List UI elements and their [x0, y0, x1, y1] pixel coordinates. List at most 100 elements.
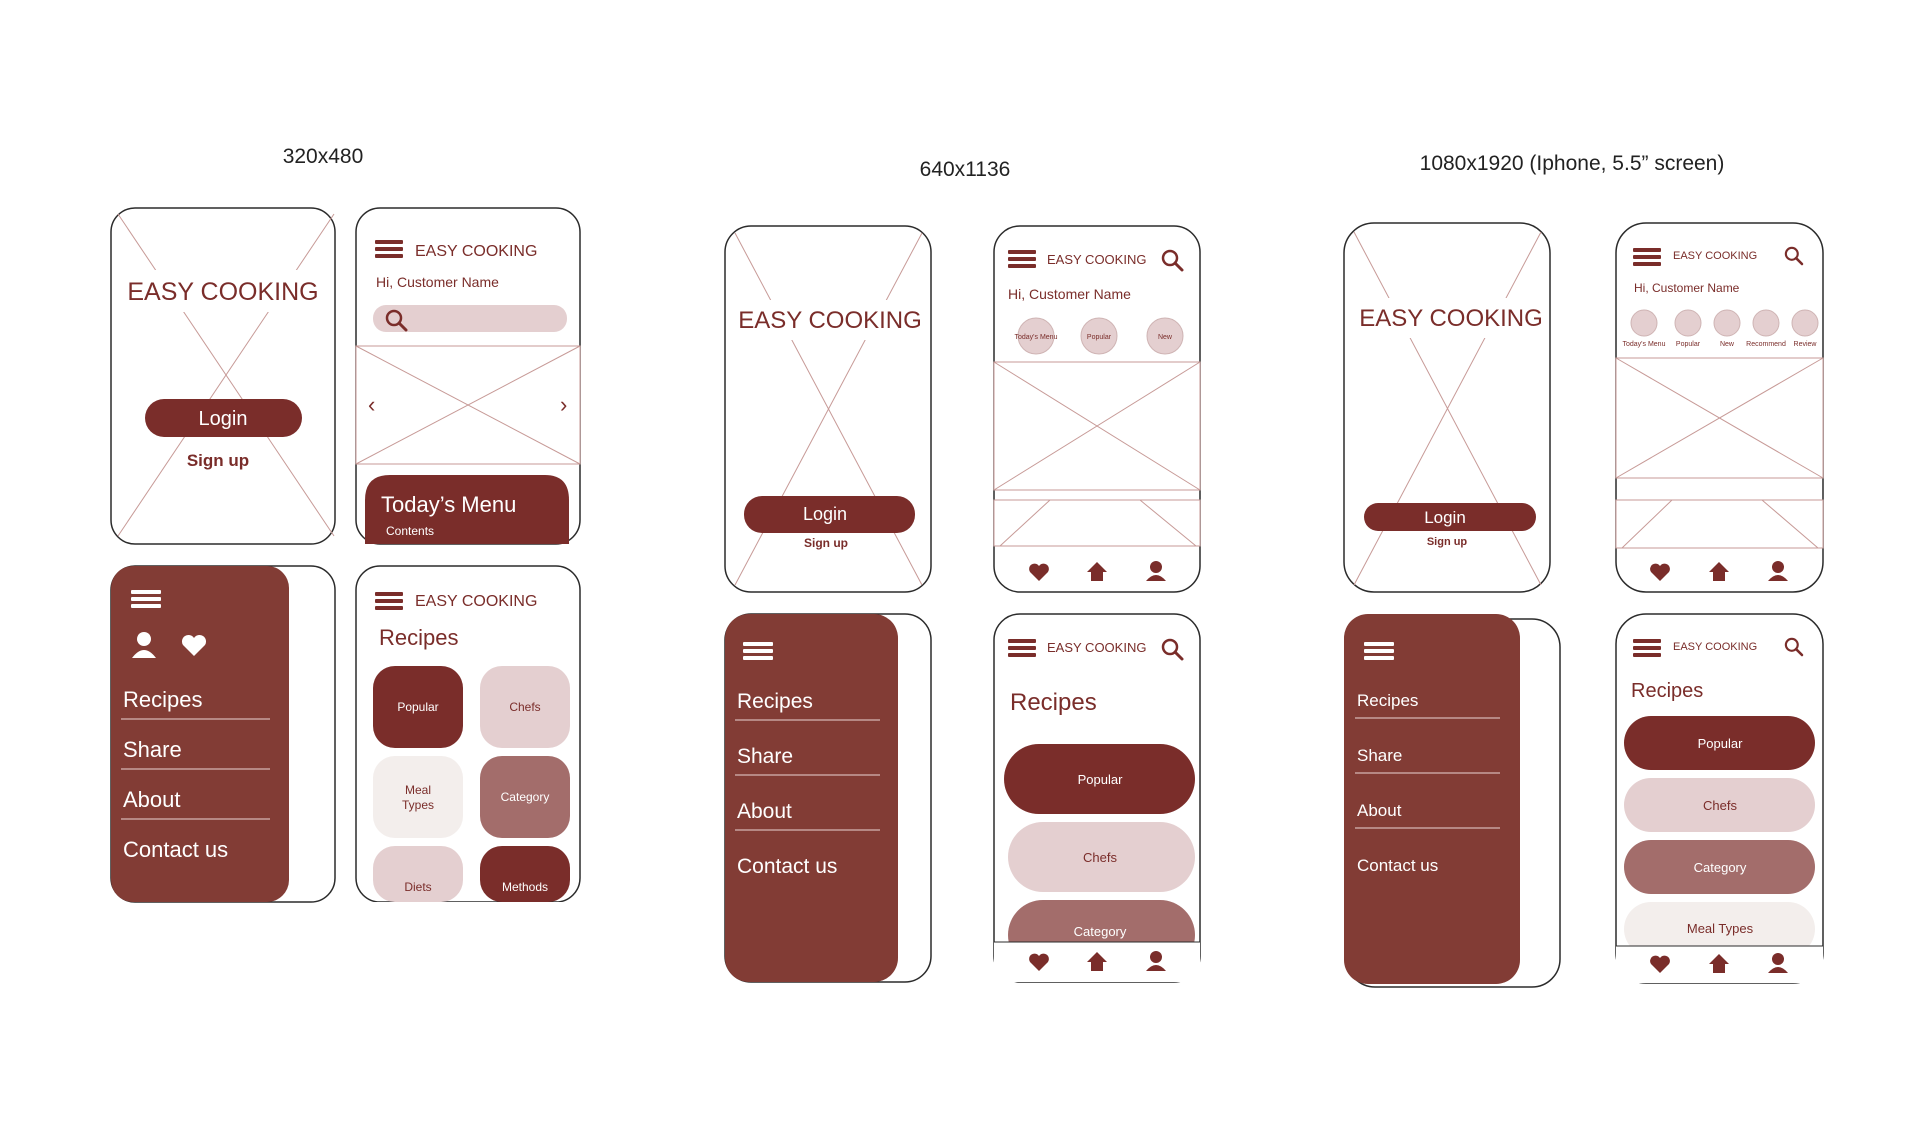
recipe-pill-label: Category	[1074, 924, 1127, 939]
signup-link[interactable]: Sign up	[804, 536, 848, 550]
category-circle[interactable]	[1080, 317, 1118, 355]
menu-item-recipes[interactable]: Recipes	[737, 690, 813, 713]
hamburger-icon[interactable]	[131, 590, 161, 608]
hamburger-icon[interactable]	[1008, 639, 1036, 657]
login-button[interactable]	[1364, 503, 1536, 531]
category-circle-new[interactable]: New	[1713, 309, 1741, 348]
signup-link[interactable]: Sign up	[1427, 536, 1468, 548]
heart-icon[interactable]	[181, 634, 207, 656]
hamburger-icon[interactable]	[1008, 250, 1036, 268]
size-label-320: 320x480	[283, 145, 364, 168]
category-circle[interactable]	[1674, 309, 1702, 337]
search-icon[interactable]	[1784, 246, 1804, 266]
menu-item-label: Share	[123, 737, 182, 762]
search-icon[interactable]	[1784, 637, 1804, 657]
login-button-label: Login	[199, 408, 248, 430]
recipe-pill[interactable]	[1008, 822, 1195, 892]
login-button[interactable]	[145, 399, 302, 437]
menu-item-share[interactable]: Share	[123, 737, 182, 762]
recipe-tile-label: Diets	[404, 880, 431, 894]
category-circle-today-s-menu[interactable]: Today's Menu	[1623, 309, 1666, 348]
recipe-pill-chefs[interactable]: Chefs	[1624, 778, 1815, 832]
greeting: Hi, Customer Name	[376, 274, 499, 290]
category-circle-new[interactable]: New	[1146, 317, 1184, 355]
category-circle-label: New	[1720, 341, 1735, 348]
recipe-pill-meal-types[interactable]: Meal Types	[1624, 902, 1815, 956]
hamburger-icon[interactable]	[1633, 639, 1661, 657]
drawer-panel	[111, 566, 289, 902]
menu-item-label: Share	[737, 745, 793, 768]
todays-menu-card[interactable]	[365, 475, 569, 544]
recipe-tile[interactable]	[480, 666, 570, 748]
user-icon[interactable]	[132, 632, 156, 658]
menu-item-label: Contact us	[1357, 856, 1438, 875]
menu-item-about[interactable]: About	[1357, 801, 1402, 820]
recipe-tile[interactable]	[480, 756, 570, 838]
category-circle[interactable]	[1630, 309, 1658, 337]
chevron-left-icon[interactable]: ‹	[368, 392, 375, 417]
category-circle-popular[interactable]: Popular	[1080, 317, 1118, 355]
category-circle-popular[interactable]: Popular	[1674, 309, 1702, 348]
category-circle[interactable]	[1791, 309, 1819, 337]
category-circle[interactable]	[1146, 317, 1184, 355]
recipe-pill-popular[interactable]: Popular	[1624, 716, 1815, 770]
recipe-tile[interactable]	[373, 666, 463, 748]
recipe-tile-diets[interactable]: Diets	[373, 846, 463, 902]
menu-item-recipes[interactable]: Recipes	[1357, 691, 1418, 710]
category-circle-recommend[interactable]: Recommend	[1746, 309, 1786, 348]
size-label-1080: 1080x1920 (Iphone, 5.5” screen)	[1420, 152, 1725, 175]
search-bar[interactable]	[373, 305, 567, 332]
hamburger-icon[interactable]	[375, 240, 403, 258]
s3-login-screen: EASY COOKING Login Sign up	[1343, 222, 1551, 593]
menu-item-contact-us[interactable]: Contact us	[737, 855, 837, 878]
menu-item-about[interactable]: About	[737, 800, 792, 823]
menu-item-contact-us[interactable]: Contact us	[123, 837, 228, 862]
menu-item-contact-us[interactable]: Contact us	[1357, 856, 1438, 875]
recipe-tile-label: Popular	[397, 700, 438, 714]
recipe-tile-label: Methods	[502, 880, 548, 894]
category-circle-review[interactable]: Review	[1791, 309, 1819, 348]
category-circle-label: Recommend	[1746, 341, 1786, 348]
category-circle[interactable]	[1713, 309, 1741, 337]
category-circle[interactable]	[1017, 317, 1055, 355]
menu-item-about[interactable]: About	[123, 787, 181, 812]
recipe-pill-popular[interactable]: Popular	[1004, 744, 1195, 814]
menu-item-label: Share	[1357, 746, 1402, 765]
recipe-tile-chefs[interactable]: Chefs	[480, 666, 570, 748]
recipe-tile[interactable]	[480, 846, 570, 902]
recipe-pill-category[interactable]: Category	[1624, 840, 1815, 894]
recipe-tile-popular[interactable]: Popular	[373, 666, 463, 748]
menu-item-share[interactable]: Share	[1357, 746, 1402, 765]
category-circle[interactable]	[1752, 309, 1780, 337]
recipe-tile-label: Types	[402, 798, 434, 812]
hamburger-icon[interactable]	[375, 592, 403, 610]
category-circle-today-s-menu[interactable]: Today's Menu	[1015, 317, 1058, 355]
recipe-pill[interactable]	[1624, 840, 1815, 894]
recipe-pill-chefs[interactable]: Chefs	[1008, 822, 1195, 892]
recipe-pill[interactable]	[1004, 744, 1195, 814]
drawer-panel	[1344, 614, 1520, 984]
recipe-tile-category[interactable]: Category	[480, 756, 570, 838]
chevron-right-icon[interactable]: ›	[560, 392, 567, 417]
recipe-tile-methods[interactable]: Methods	[480, 846, 570, 902]
category-circle-label: Today's Menu	[1623, 341, 1666, 348]
recipe-pill[interactable]	[1624, 902, 1815, 956]
hamburger-icon[interactable]	[743, 642, 773, 660]
s2-recipes-screen: EASY COOKING Recipes PopularChefsCategor…	[993, 613, 1201, 983]
recipe-pill[interactable]	[1624, 716, 1815, 770]
s2-login-screen: EASY COOKING Login Sign up	[724, 225, 932, 593]
recipe-tile[interactable]	[373, 846, 463, 902]
signup-link[interactable]: Sign up	[187, 451, 249, 470]
hamburger-icon[interactable]	[1633, 248, 1661, 266]
category-circle-label: Popular	[1087, 334, 1112, 341]
app-title: EASY COOKING	[415, 593, 537, 610]
login-button[interactable]	[744, 496, 915, 533]
recipe-pill[interactable]	[1624, 778, 1815, 832]
menu-item-label: About	[1357, 801, 1402, 820]
hamburger-icon[interactable]	[1364, 642, 1394, 660]
menu-item-share[interactable]: Share	[737, 745, 793, 768]
recipe-tile[interactable]	[373, 756, 463, 838]
menu-item-recipes[interactable]: Recipes	[123, 687, 202, 712]
